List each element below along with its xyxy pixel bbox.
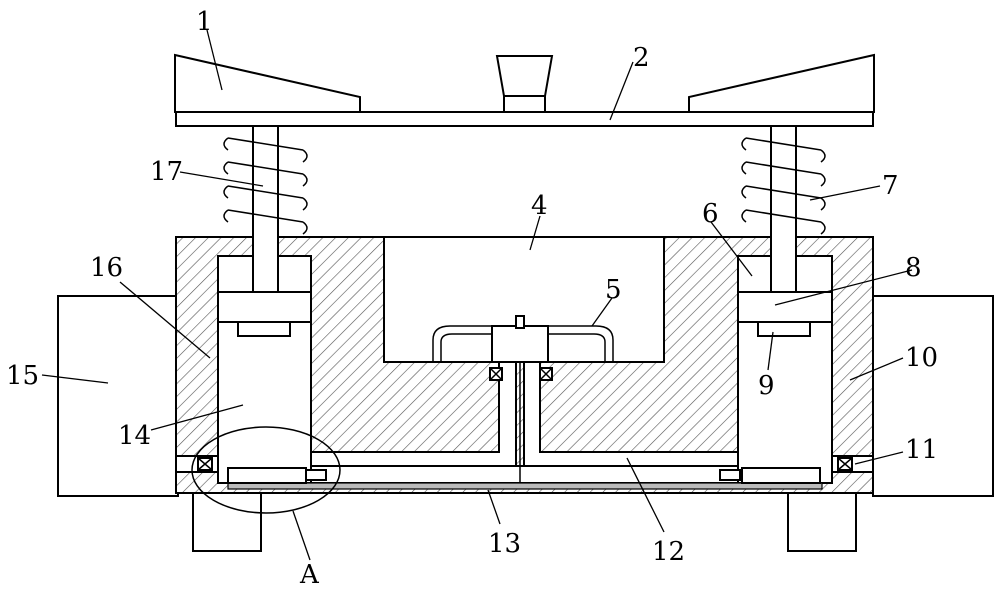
label-4: 4	[531, 191, 548, 221]
right-piston	[737, 291, 833, 323]
label-1: 1	[196, 7, 213, 37]
right-bottom-block	[741, 467, 821, 484]
left-bottom-block	[227, 467, 307, 484]
top-cup	[495, 55, 554, 97]
pipe-right	[540, 325, 614, 362]
label-6: 6	[702, 199, 719, 229]
label-14: 14	[118, 421, 151, 451]
label-2: 2	[633, 43, 650, 73]
left-wedge	[174, 53, 361, 113]
center-fitting	[491, 325, 549, 363]
label-8: 8	[905, 253, 922, 283]
right-foot	[787, 492, 857, 552]
left-piston-nub	[237, 321, 291, 337]
right-spring	[741, 137, 826, 235]
label-12: 12	[652, 537, 685, 567]
left-side-block	[57, 295, 179, 497]
right-wedge	[688, 53, 875, 113]
top-plate	[175, 111, 874, 127]
label-9: 9	[758, 371, 775, 401]
pipe-left	[432, 325, 500, 362]
label-15: 15	[6, 361, 39, 391]
leader-lines	[41, 29, 913, 561]
label-5: 5	[605, 275, 622, 305]
right-side-block	[872, 295, 994, 497]
label-a: A	[299, 560, 320, 590]
label-10: 10	[905, 343, 938, 373]
right-small-seal	[719, 469, 741, 481]
left-small-seal	[305, 469, 327, 481]
label-7: 7	[882, 171, 899, 201]
center-nipple	[515, 315, 525, 329]
left-spring	[223, 137, 308, 235]
left-rod	[252, 125, 279, 293]
left-foot	[192, 492, 262, 552]
label-17: 17	[150, 157, 183, 187]
right-rod	[770, 125, 797, 293]
label-13: 13	[488, 529, 521, 559]
label-16: 16	[90, 253, 123, 283]
right-piston-nub	[757, 321, 811, 337]
detail-circle-a	[191, 426, 341, 514]
left-piston	[217, 291, 312, 323]
bottom-plate	[227, 482, 823, 490]
top-cup-base	[503, 95, 546, 113]
label-11: 11	[905, 435, 938, 465]
